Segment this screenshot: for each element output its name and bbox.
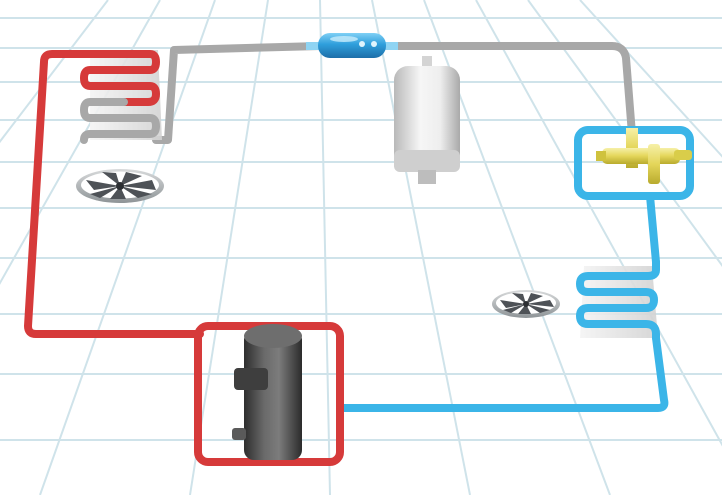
filter-drier-port-icon <box>371 41 377 47</box>
condenser-coil-hot-section <box>80 50 160 106</box>
compressor <box>232 324 302 460</box>
condenser-fan-blades-icon <box>86 172 156 199</box>
filter-drier <box>306 33 398 58</box>
filter-drier-port-icon <box>359 41 365 47</box>
accumulator-tank <box>394 56 460 184</box>
suction-line-pipe <box>336 334 669 412</box>
discharge-line-pipe <box>24 50 204 338</box>
evaporator-fan-blades-icon <box>500 293 554 314</box>
evaporator-feed-pipe <box>646 192 660 266</box>
condenser-fan <box>76 169 164 203</box>
evaporator-fan <box>492 290 560 318</box>
expansion-valve <box>596 128 692 184</box>
condenser-coil <box>80 50 162 144</box>
condenser-coil-cool-section <box>80 98 160 144</box>
evaporator-coil <box>576 258 660 342</box>
liquid-line-pipe <box>152 42 636 144</box>
